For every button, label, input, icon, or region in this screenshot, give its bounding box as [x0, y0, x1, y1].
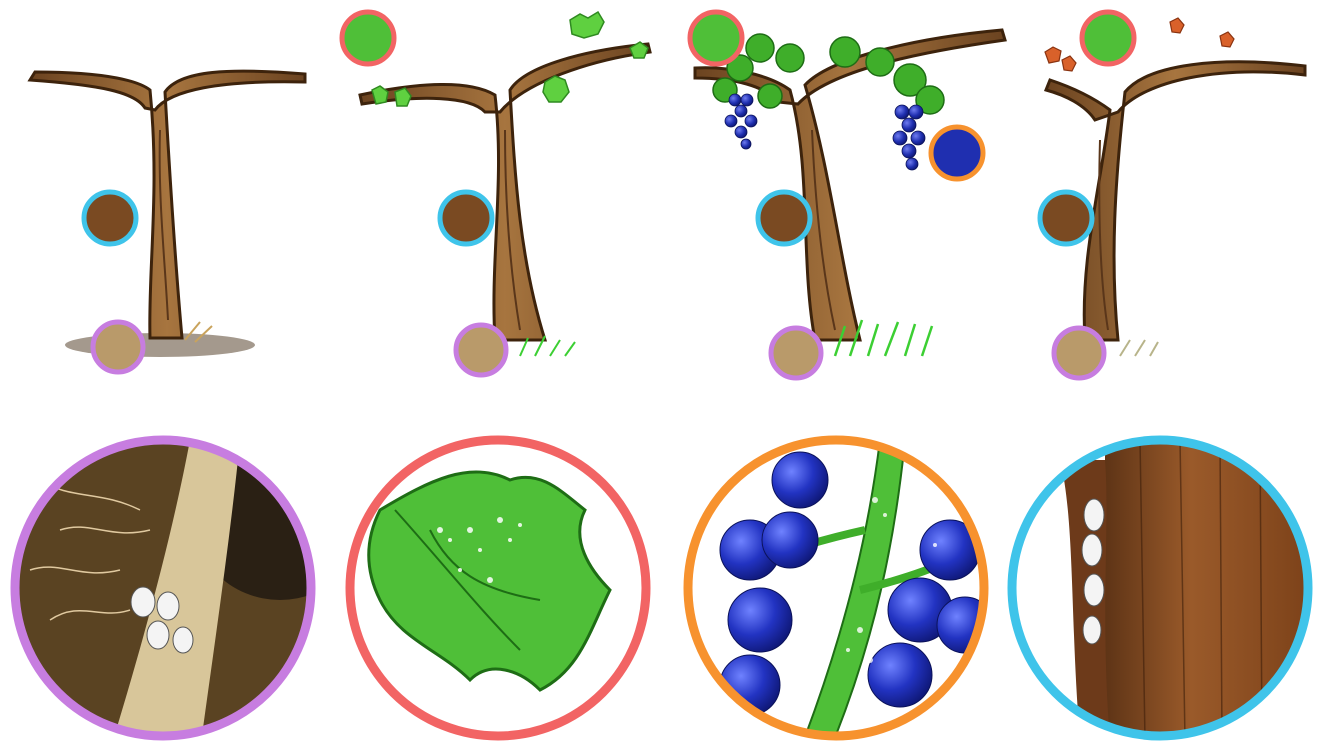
zoom-root — [10, 420, 370, 750]
zoom-trunk — [1010, 435, 1320, 745]
vine-stages-row — [0, 0, 1320, 400]
vine-stage-fruiting — [690, 12, 1005, 378]
vine-stage-budbreak — [342, 12, 650, 375]
zoom-leaf — [345, 435, 655, 745]
zoom-callouts-row — [0, 420, 1320, 752]
zoom-cluster — [685, 435, 995, 750]
vine-stage-dormant — [30, 71, 305, 372]
vine-stage-autumn — [1040, 12, 1305, 378]
